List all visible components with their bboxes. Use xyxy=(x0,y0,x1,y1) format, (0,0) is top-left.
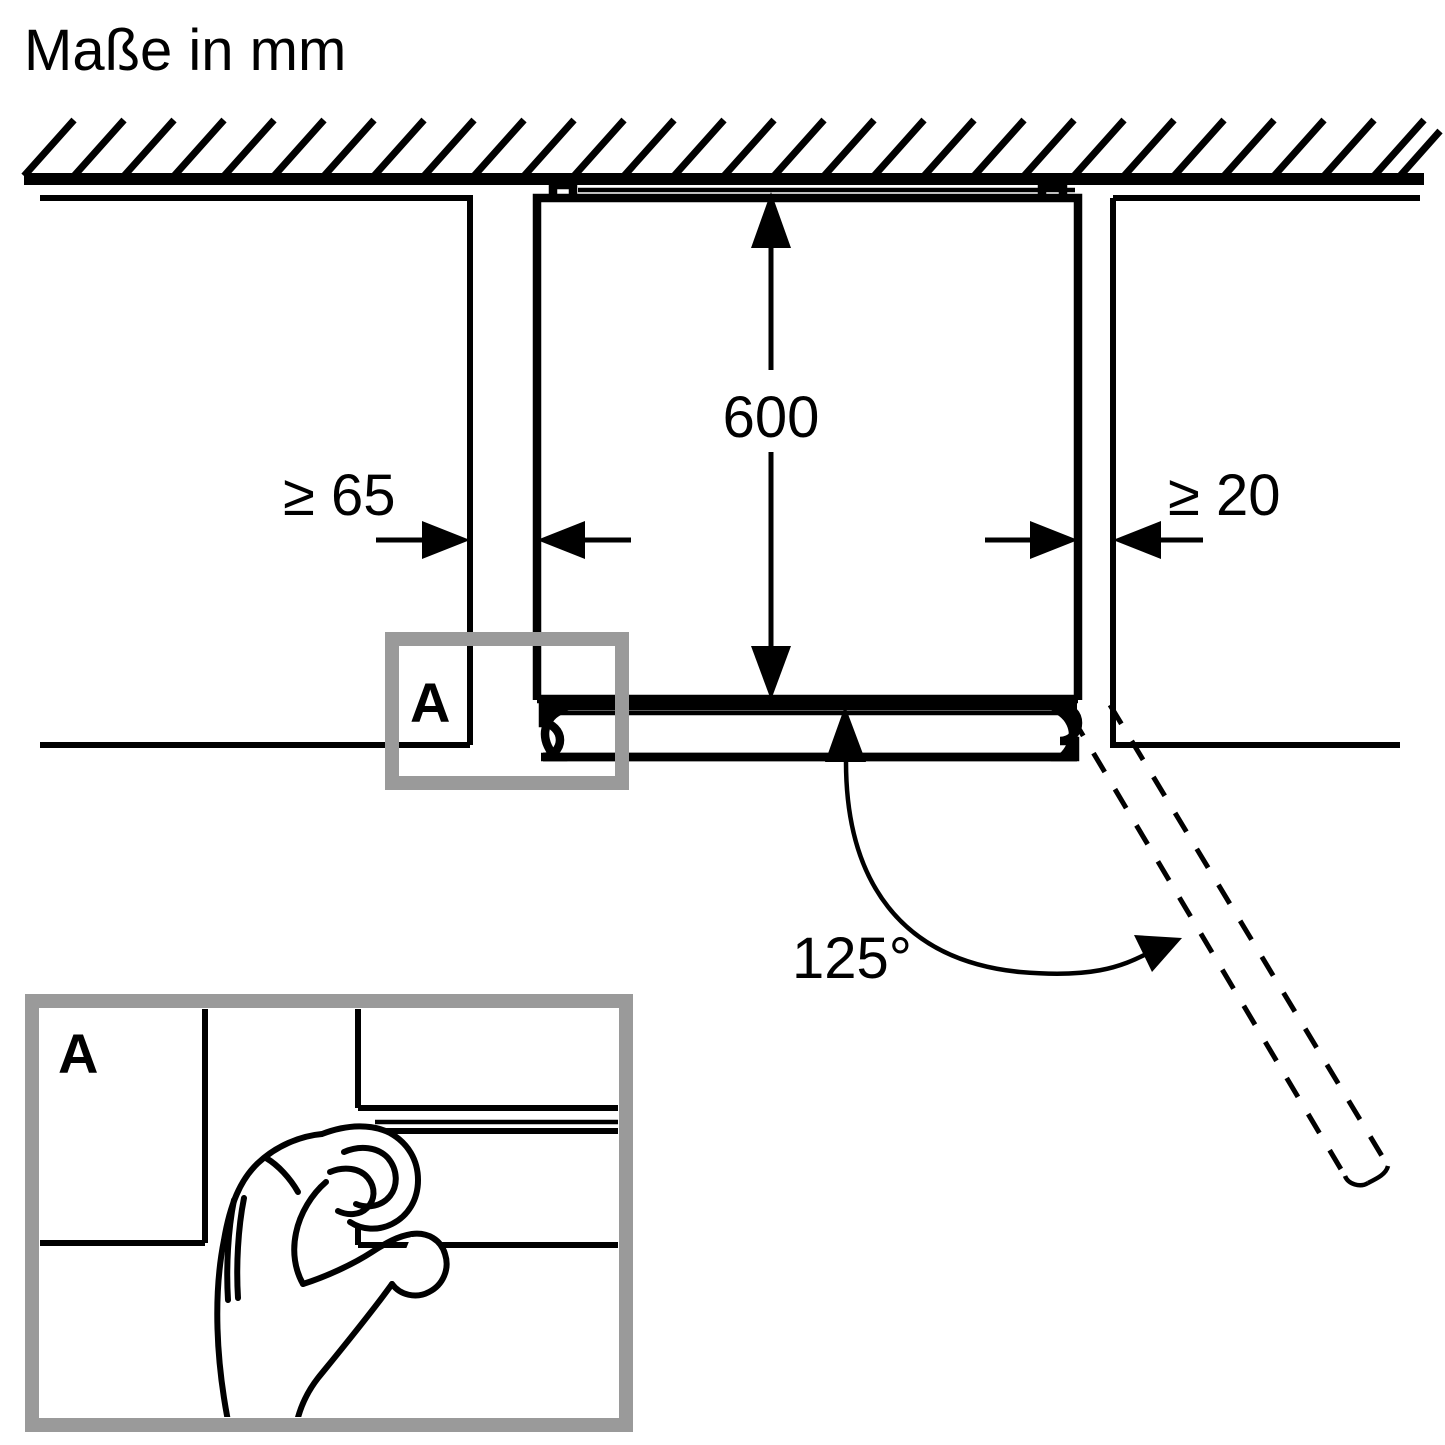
angle-arrow-end-head xyxy=(1134,935,1182,972)
ceiling-hatching xyxy=(21,117,1443,179)
right-cabinet xyxy=(1110,195,1420,748)
door-angle-label: 125° xyxy=(792,926,912,991)
left-cabinet xyxy=(40,195,473,745)
dimension-clearance-left-label: ≥ 65 xyxy=(283,463,395,528)
angle-arrow-up-head xyxy=(825,706,866,762)
arrow-up-head xyxy=(751,192,791,248)
arrow-down-head xyxy=(751,646,791,700)
arrow-left-head-left-dim xyxy=(537,521,585,559)
callout-a-letter: A xyxy=(410,671,450,734)
detail-panel-a[interactable]: A xyxy=(25,994,633,1440)
page-title: Maße in mm xyxy=(24,18,346,83)
dimension-clearance-right-label: ≥ 20 xyxy=(1168,463,1280,528)
hand-illustration xyxy=(214,1123,450,1417)
detail-panel-content xyxy=(40,1009,618,1417)
appliance-door-open-dashed xyxy=(1069,703,1391,1188)
detail-panel-a-letter: A xyxy=(58,1022,98,1085)
arrow-right-head-right-dim xyxy=(1030,521,1078,559)
arrow-left-head-right-dim xyxy=(1113,521,1161,559)
callout-marker-a[interactable]: A xyxy=(385,632,629,790)
door-angle-callout: 125° xyxy=(792,706,1182,991)
appliance-door-closed xyxy=(538,701,1083,762)
detail-panel-frame xyxy=(25,994,633,1432)
dimension-600-label: 600 xyxy=(723,385,820,450)
dimension-600: 600 xyxy=(723,192,820,700)
dimension-clearance-left: ≥ 65 xyxy=(283,463,631,559)
callout-a-frame xyxy=(385,632,629,790)
dimension-clearance-right: ≥ 20 xyxy=(985,463,1280,559)
arrow-right-head-left-dim xyxy=(422,521,470,559)
